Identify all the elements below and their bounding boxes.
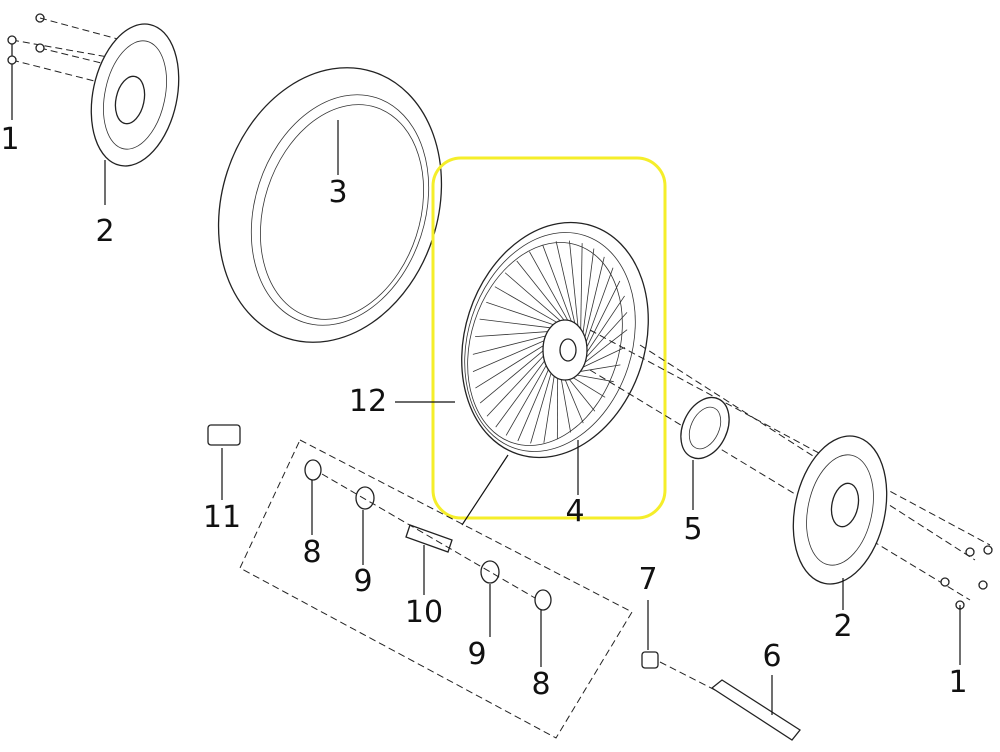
callout-8: 8 — [302, 535, 322, 570]
tire — [217, 67, 443, 343]
spoke — [584, 295, 625, 356]
bearing-parts — [304, 459, 552, 667]
callout-11: 11 — [202, 500, 242, 535]
spoke — [582, 248, 595, 337]
spoke — [472, 334, 549, 355]
callout-1: 1 — [0, 122, 20, 157]
spoke — [472, 339, 547, 373]
bearing-kit-outline — [239, 439, 633, 739]
spoke — [543, 373, 555, 443]
spoke — [584, 280, 621, 351]
sensor-ring — [680, 396, 730, 510]
spoke — [505, 363, 548, 436]
spoke — [486, 353, 546, 417]
callout-4: 4 — [565, 494, 585, 529]
callout-2: 2 — [95, 214, 115, 249]
axle — [641, 600, 801, 741]
spoke — [475, 331, 551, 338]
bolts-top-left — [7, 13, 141, 120]
spoke — [504, 272, 563, 323]
brake-disc-right — [792, 435, 888, 610]
spoke — [555, 241, 576, 327]
callout-2b: 2 — [833, 609, 853, 644]
callout-1b: 1 — [948, 665, 968, 700]
spoke — [581, 329, 628, 365]
spoke — [530, 370, 553, 444]
brake-disc-top-left — [90, 23, 180, 205]
spoke — [479, 348, 546, 404]
callout-7: 7 — [638, 562, 658, 597]
spoke — [577, 364, 621, 373]
spoke — [494, 286, 559, 324]
spoke — [542, 244, 573, 325]
spoke — [567, 377, 596, 412]
callout-12: 12 — [348, 384, 388, 419]
bolts-right — [940, 545, 993, 665]
spoke — [517, 367, 550, 442]
spoke — [479, 318, 553, 329]
speed-sensor — [207, 424, 241, 500]
spoke — [583, 256, 605, 342]
spoke — [529, 251, 570, 323]
spoke — [516, 260, 566, 323]
spoke — [569, 240, 579, 330]
spoked-wheel — [395, 221, 649, 526]
spoke — [495, 358, 547, 428]
callout-9: 9 — [353, 564, 373, 599]
callout-9b: 9 — [467, 637, 487, 672]
spoke — [574, 374, 614, 383]
spoke — [560, 377, 572, 433]
spoke — [583, 312, 628, 361]
callout-3: 3 — [328, 175, 348, 210]
spoke — [475, 344, 546, 389]
spoke — [580, 243, 583, 333]
callout-10: 10 — [404, 595, 444, 630]
spoke — [579, 346, 626, 369]
spoke — [584, 267, 614, 347]
spoke — [564, 377, 584, 424]
spoke — [571, 376, 606, 398]
callout-5: 5 — [683, 512, 703, 547]
spoke — [486, 301, 556, 326]
callout-6: 6 — [762, 639, 782, 674]
callout-8b: 8 — [531, 667, 551, 702]
highlight-box — [431, 156, 667, 520]
